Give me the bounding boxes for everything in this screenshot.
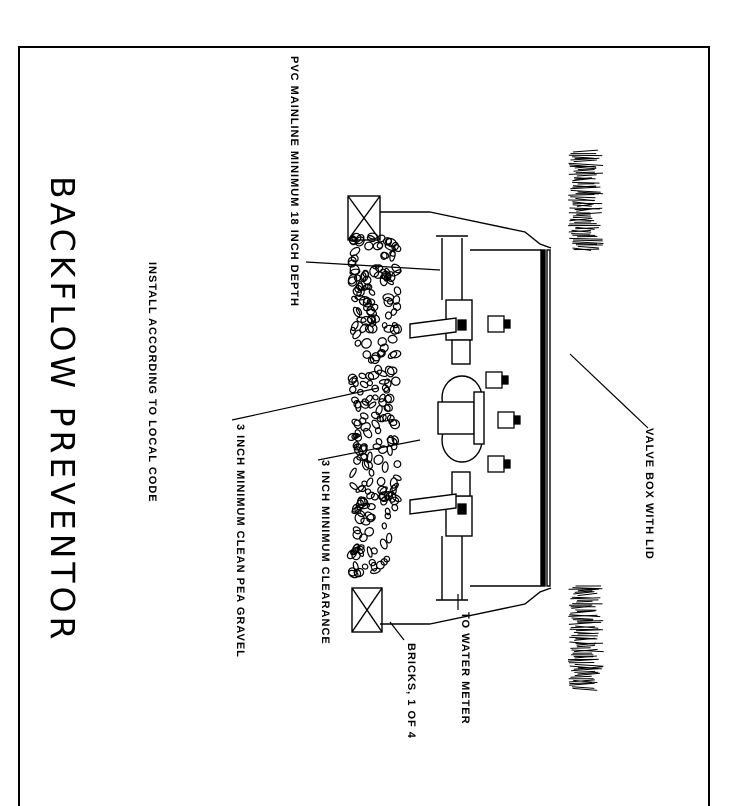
label-bricks: BRICKS, 1 OF 4 — [405, 643, 417, 739]
soil-grade-bottom — [568, 586, 604, 690]
label-mainline: PVC MAINLINE MINIMUM 18 INCH DEPTH — [288, 56, 300, 307]
pea-gravel — [346, 233, 403, 579]
page-title: BACKFLOW PREVENTOR — [43, 176, 82, 643]
drawing-sheet: VALVE BOX WITH LID TO WATER METER BRICKS… — [0, 0, 738, 789]
backflow-diagram — [0, 0, 738, 789]
label-to-water-meter: TO WATER METER — [459, 612, 471, 725]
backflow-assembly — [410, 300, 484, 536]
label-pea-gravel: 3 INCH MINIMUM CLEAN PEA GRAVEL — [234, 424, 246, 658]
label-clearance: 3 INCH MINIMUM CLEARANCE — [319, 460, 331, 645]
label-valve-box: VALVE BOX WITH LID — [643, 428, 655, 560]
brick-bottom — [352, 588, 382, 632]
soil-grade-top — [568, 150, 603, 250]
label-install: INSTALL ACCORDING TO LOCAL CODE — [146, 262, 158, 503]
leader-lines — [232, 262, 648, 640]
